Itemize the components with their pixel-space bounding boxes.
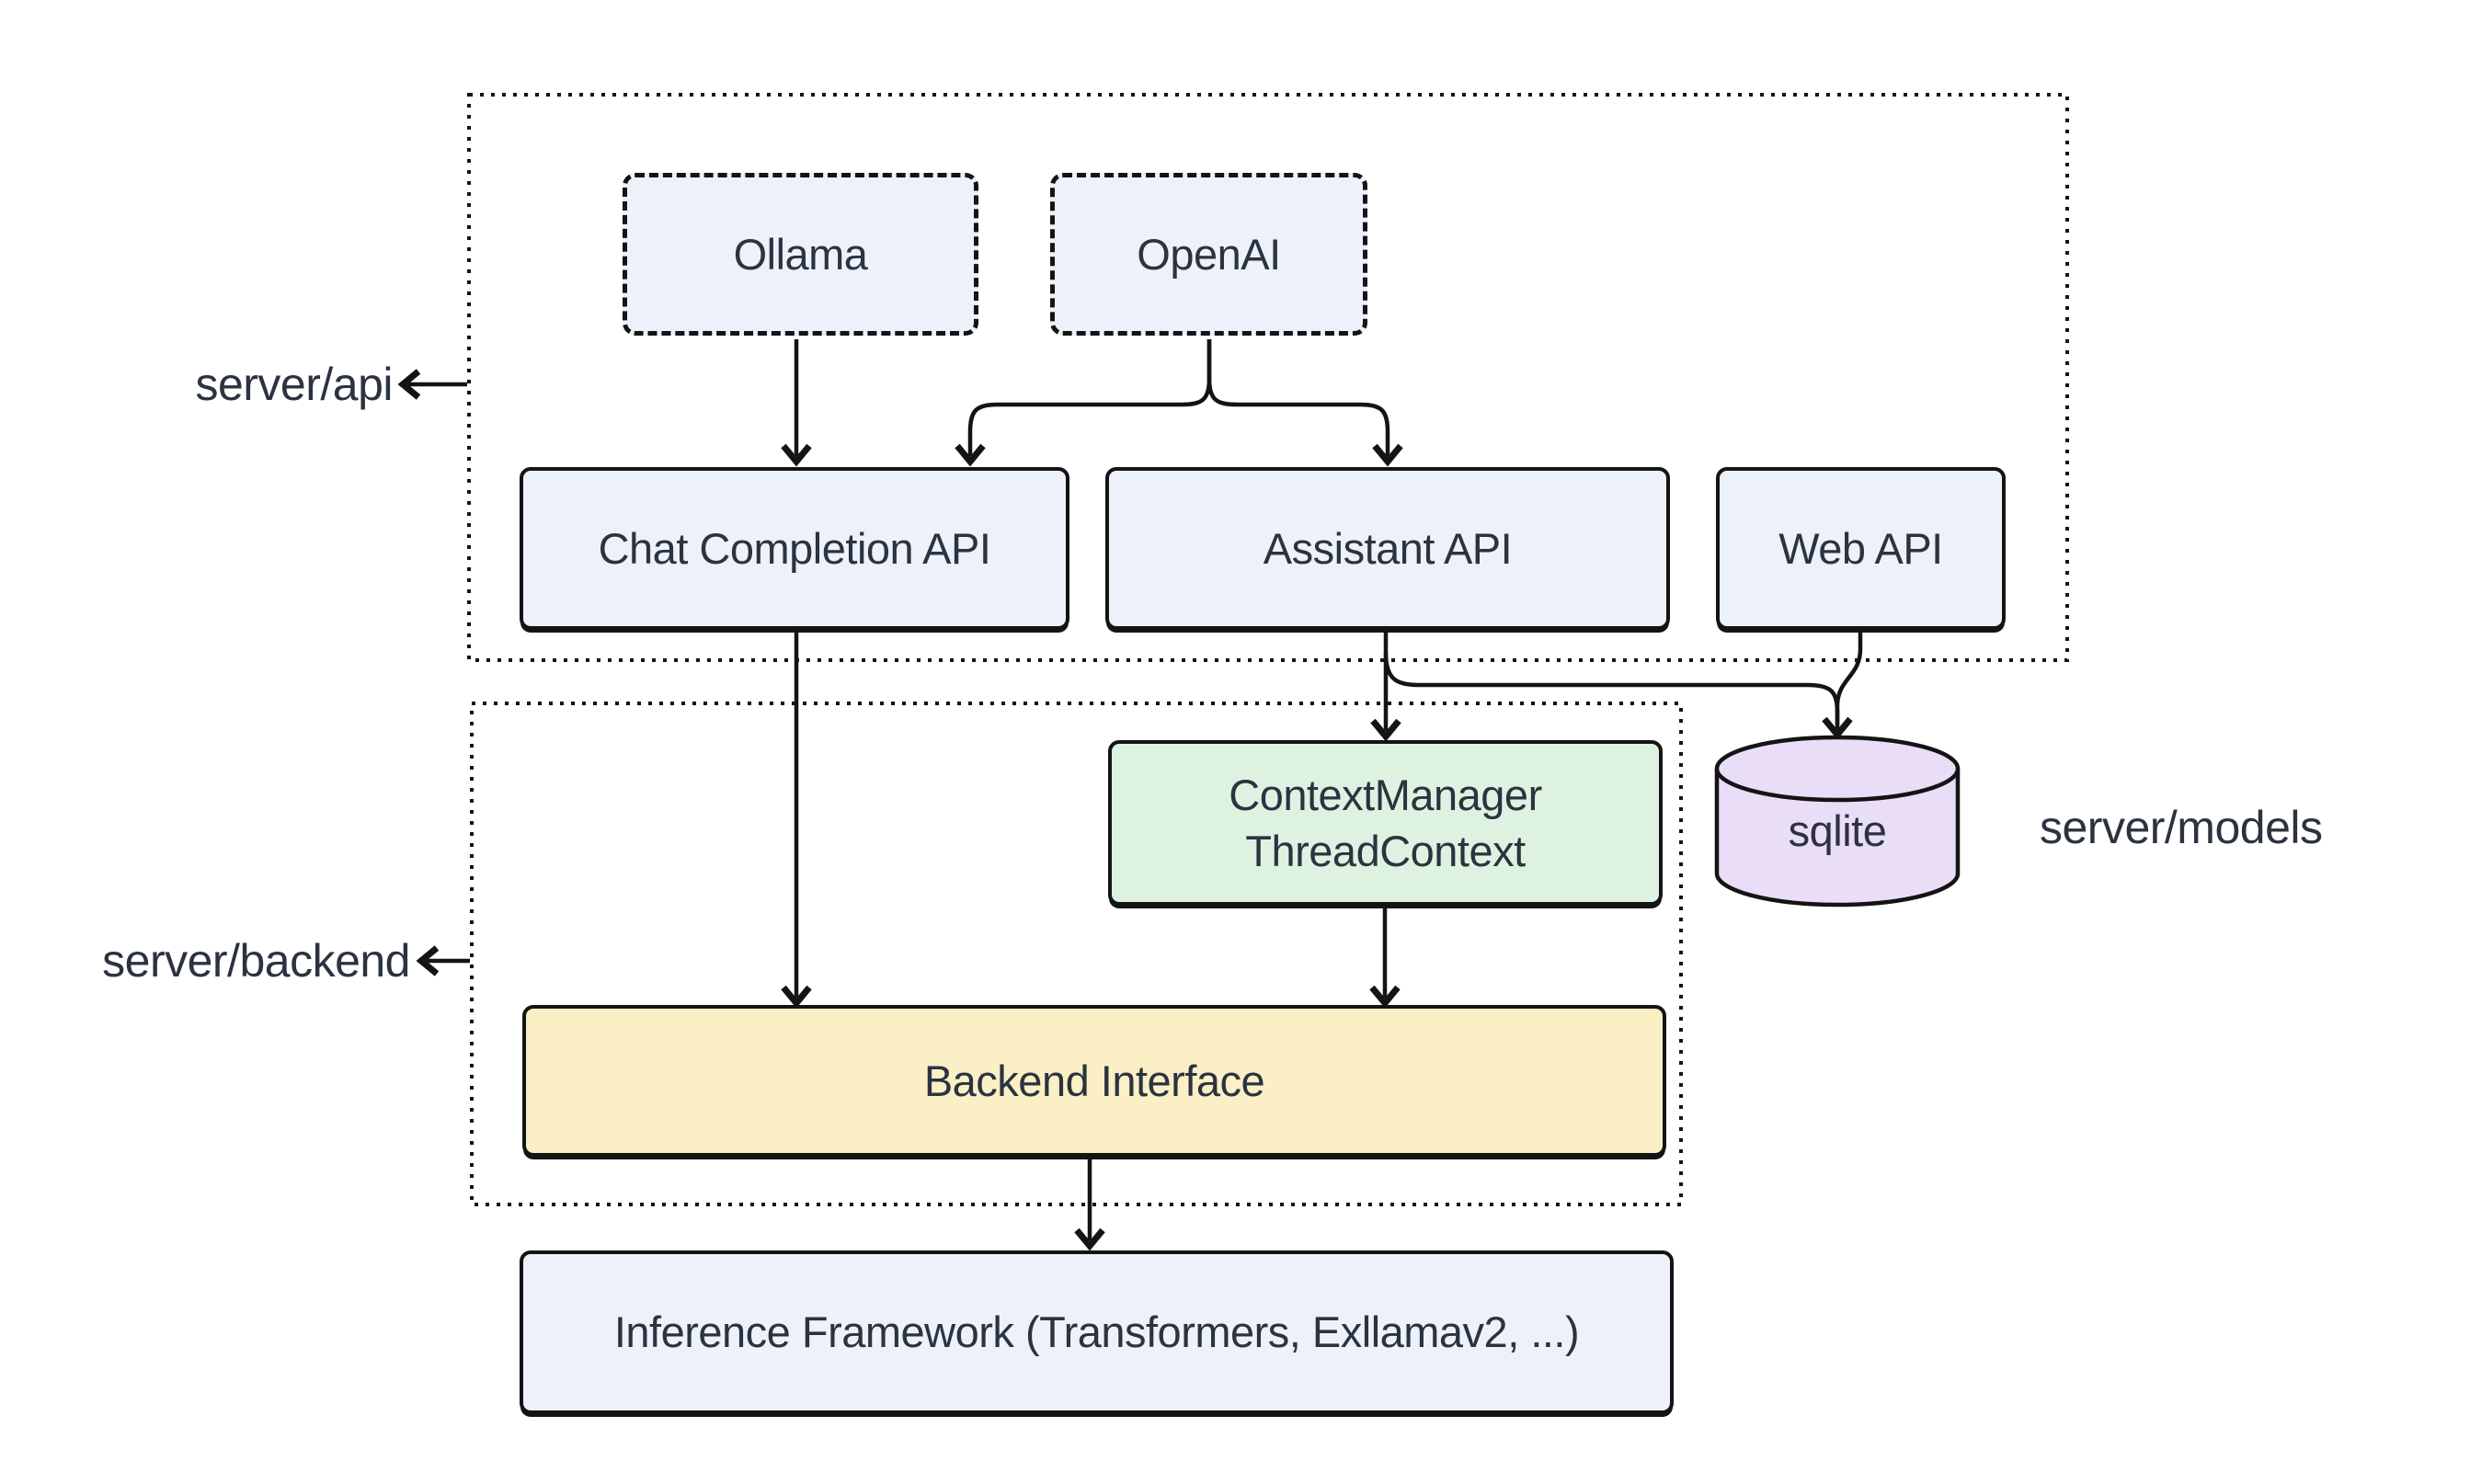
edge-openai-chatcompletion bbox=[967, 339, 1212, 456]
group-label-server-backend: server/backend bbox=[102, 935, 410, 987]
arrowhead-contextmanager-backend bbox=[1369, 985, 1401, 1009]
node-backend-interface-label: Backend Interface bbox=[923, 1056, 1265, 1105]
arrowhead-backend-inference bbox=[1074, 1227, 1105, 1251]
edge-webapi-sqlite bbox=[1835, 632, 1863, 729]
node-openai: OpenAI bbox=[1050, 173, 1367, 336]
group-label-server-models: server/models bbox=[2040, 802, 2323, 853]
sqlite-cylinder-shape bbox=[1714, 735, 1961, 908]
node-context-manager: ContextManager ThreadContext bbox=[1108, 740, 1663, 906]
edge-assistant-sqlite bbox=[1383, 652, 1840, 725]
node-inference-framework: Inference Framework (Transformers, Exlla… bbox=[520, 1250, 1674, 1414]
node-sqlite-label: sqlite bbox=[1788, 805, 1887, 855]
node-backend-interface: Backend Interface bbox=[522, 1005, 1666, 1157]
arrowhead-chatcompletion-backend bbox=[781, 985, 812, 1009]
arrowhead-openai-chatcompletion bbox=[955, 443, 986, 467]
group-server-backend-border bbox=[470, 702, 1683, 1206]
node-chat-completion-api-label: Chat Completion API bbox=[598, 523, 991, 573]
node-context-manager-line1: ContextManager bbox=[1229, 770, 1542, 819]
arrowhead-label-server-api bbox=[397, 369, 421, 400]
group-label-server-api: server/api bbox=[195, 359, 393, 410]
node-openai-label: OpenAI bbox=[1137, 229, 1281, 279]
node-inference-framework-label: Inference Framework (Transformers, Exlla… bbox=[613, 1307, 1580, 1357]
arrowhead-webapi-sqlite bbox=[1822, 716, 1853, 740]
arrowhead-ollama-chatcompletion bbox=[781, 443, 812, 467]
node-assistant-api: Assistant API bbox=[1105, 467, 1670, 630]
arrowhead-assistant-contextmanager bbox=[1370, 718, 1401, 742]
node-web-api: Web API bbox=[1716, 467, 2006, 630]
node-assistant-api-label: Assistant API bbox=[1263, 523, 1513, 573]
arrowhead-openai-assistant bbox=[1372, 443, 1403, 467]
node-ollama: Ollama bbox=[623, 173, 978, 336]
arrowhead-label-server-backend bbox=[416, 945, 440, 976]
node-context-manager-line2: ThreadContext bbox=[1245, 827, 1526, 875]
node-chat-completion-api: Chat Completion API bbox=[520, 467, 1069, 630]
edge-openai-assistant bbox=[1206, 339, 1390, 456]
node-ollama-label: Ollama bbox=[733, 229, 868, 279]
node-web-api-label: Web API bbox=[1778, 523, 1943, 573]
